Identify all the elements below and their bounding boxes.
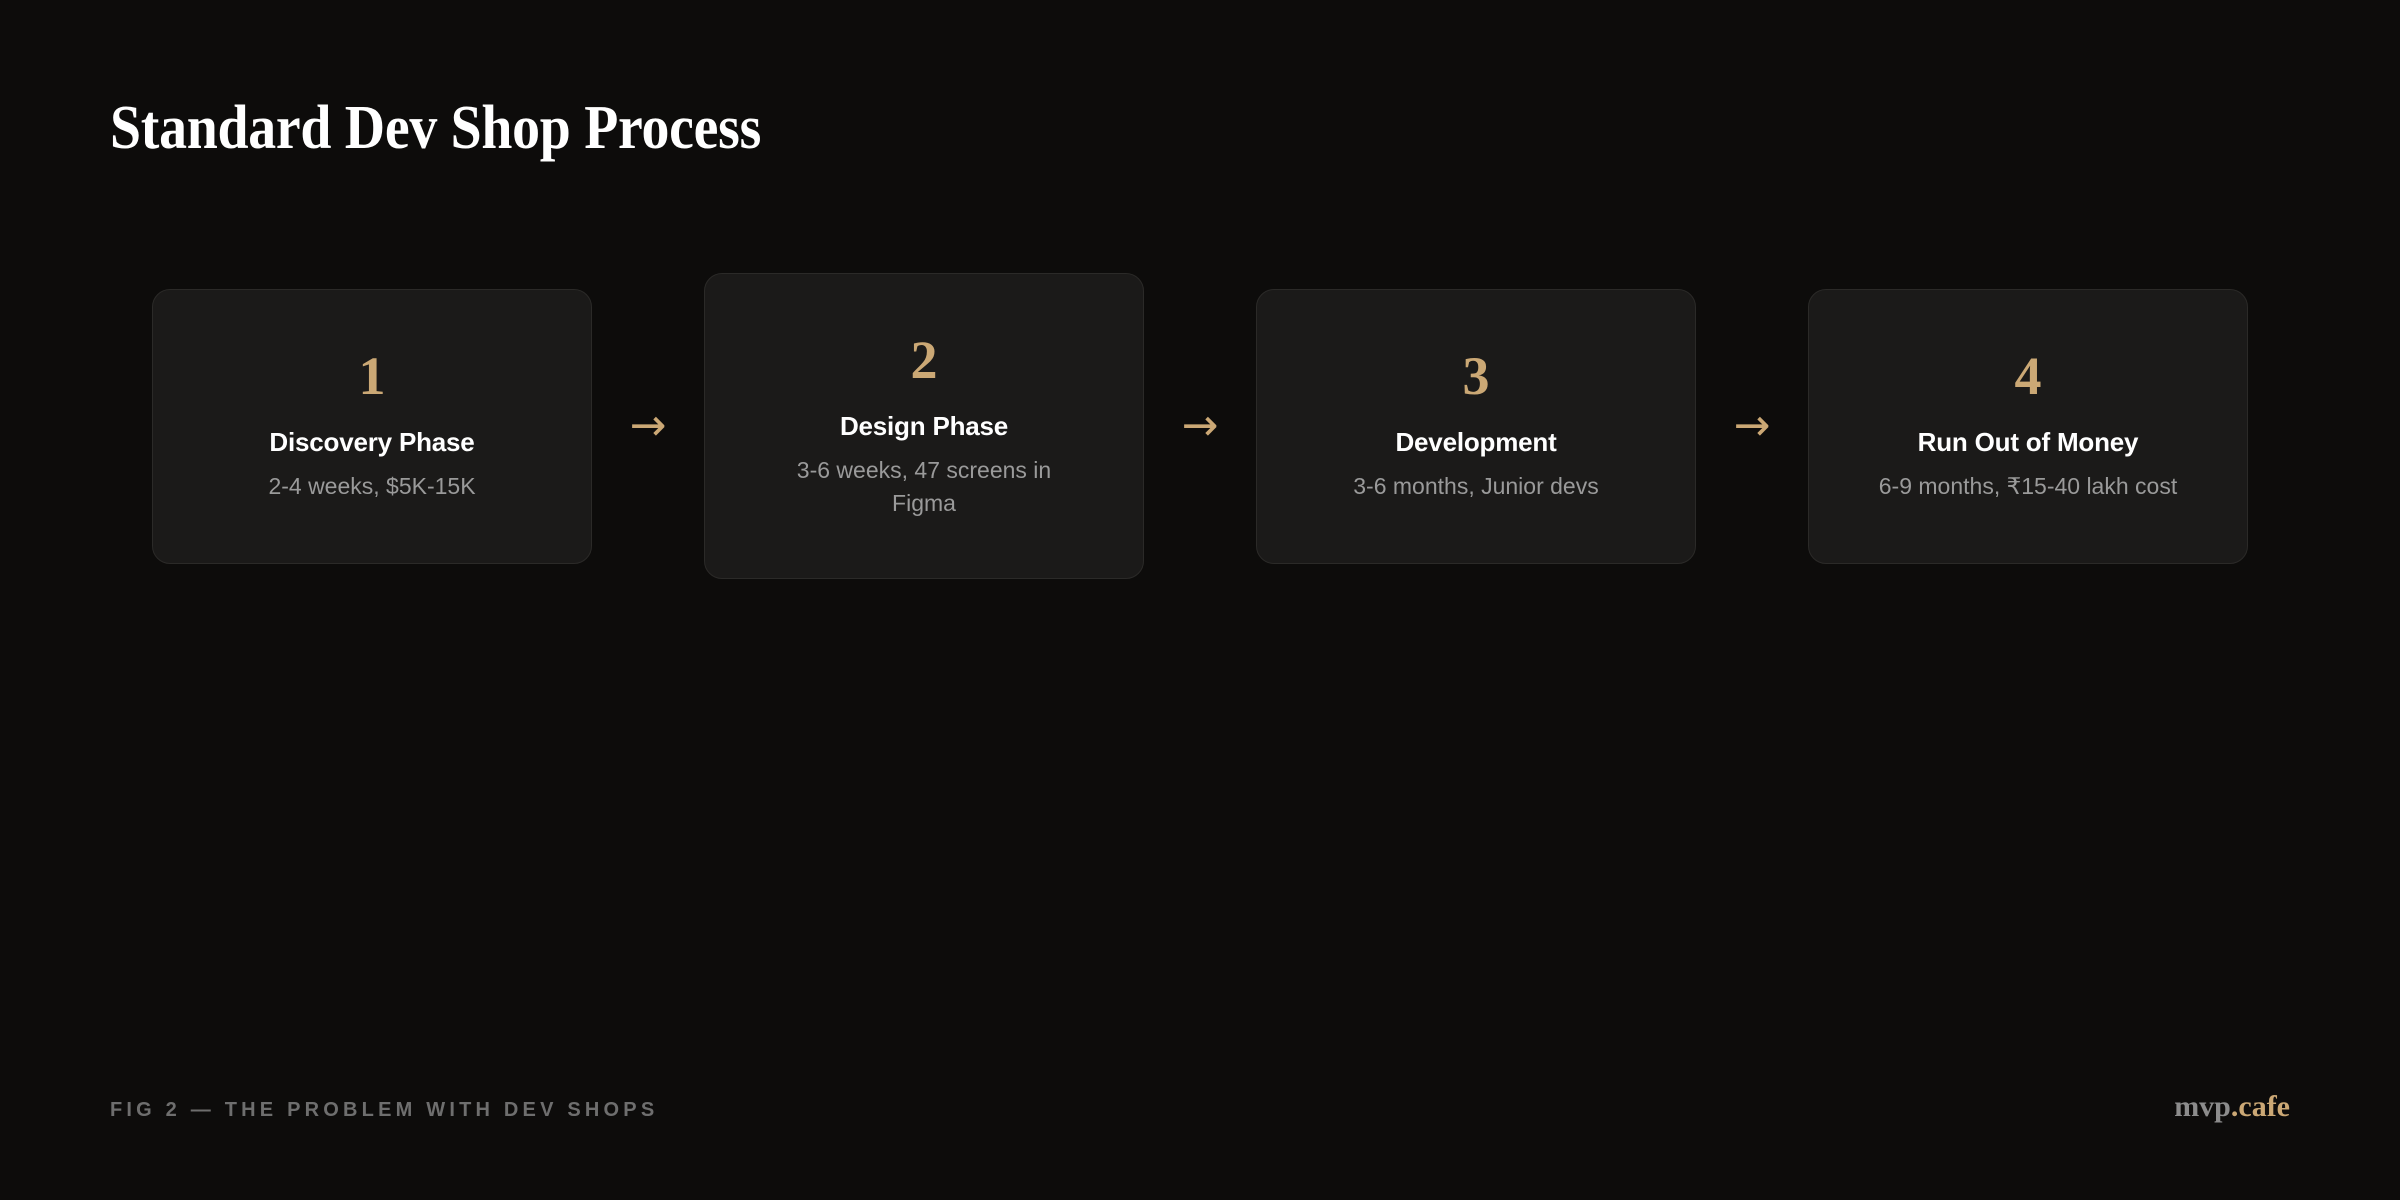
step-title-1: Discovery Phase bbox=[269, 427, 475, 458]
process-step-card-2[interactable]: 2 Design Phase 3-6 weeks, 47 screens in … bbox=[704, 273, 1144, 579]
arrow-right-icon-1: → bbox=[629, 400, 667, 451]
step-subtitle-4: 6-9 months, ₹15-40 lakh cost bbox=[1878, 473, 2178, 500]
arrow-right-icon-2: → bbox=[1181, 400, 1219, 451]
step-title-4: Run Out of Money bbox=[1917, 427, 2139, 458]
step-number-3: 3 bbox=[1462, 346, 1490, 407]
process-step-card-3[interactable]: 3 Development 3-6 months, Junior devs bbox=[1256, 288, 1696, 564]
brand-logo-accent: .cafe bbox=[2230, 1090, 2290, 1123]
arrow-right-icon-3: → bbox=[1733, 400, 1771, 451]
process-flow: 1 Discovery Phase 2-4 weeks, $5K-15K → 2… bbox=[152, 266, 2252, 586]
step-number-2: 2 bbox=[910, 329, 938, 390]
step-title-2: Design Phase bbox=[839, 410, 1009, 441]
process-step-card-4[interactable]: 4 Run Out of Money 6-9 months, ₹15-40 la… bbox=[1808, 288, 2248, 564]
brand-logo-primary: mvp bbox=[2174, 1090, 2231, 1123]
step-subtitle-2: 3-6 weeks, 47 screens in Figma bbox=[796, 456, 1052, 516]
process-step-card-1[interactable]: 1 Discovery Phase 2-4 weeks, $5K-15K bbox=[152, 288, 592, 564]
step-subtitle-1: 2-4 weeks, $5K-15K bbox=[268, 473, 476, 500]
step-number-1: 1 bbox=[358, 346, 386, 407]
page-title: Standard Dev Shop Process bbox=[110, 94, 762, 162]
brand-logo[interactable]: mvp.cafe bbox=[2174, 1092, 2290, 1122]
step-title-3: Development bbox=[1395, 427, 1557, 458]
step-subtitle-3: 3-6 months, Junior devs bbox=[1353, 473, 1599, 500]
figure-caption: FIG 2 — THE PROBLEM WITH DEV SHOPS bbox=[110, 1099, 659, 1121]
step-number-4: 4 bbox=[2014, 346, 2042, 407]
